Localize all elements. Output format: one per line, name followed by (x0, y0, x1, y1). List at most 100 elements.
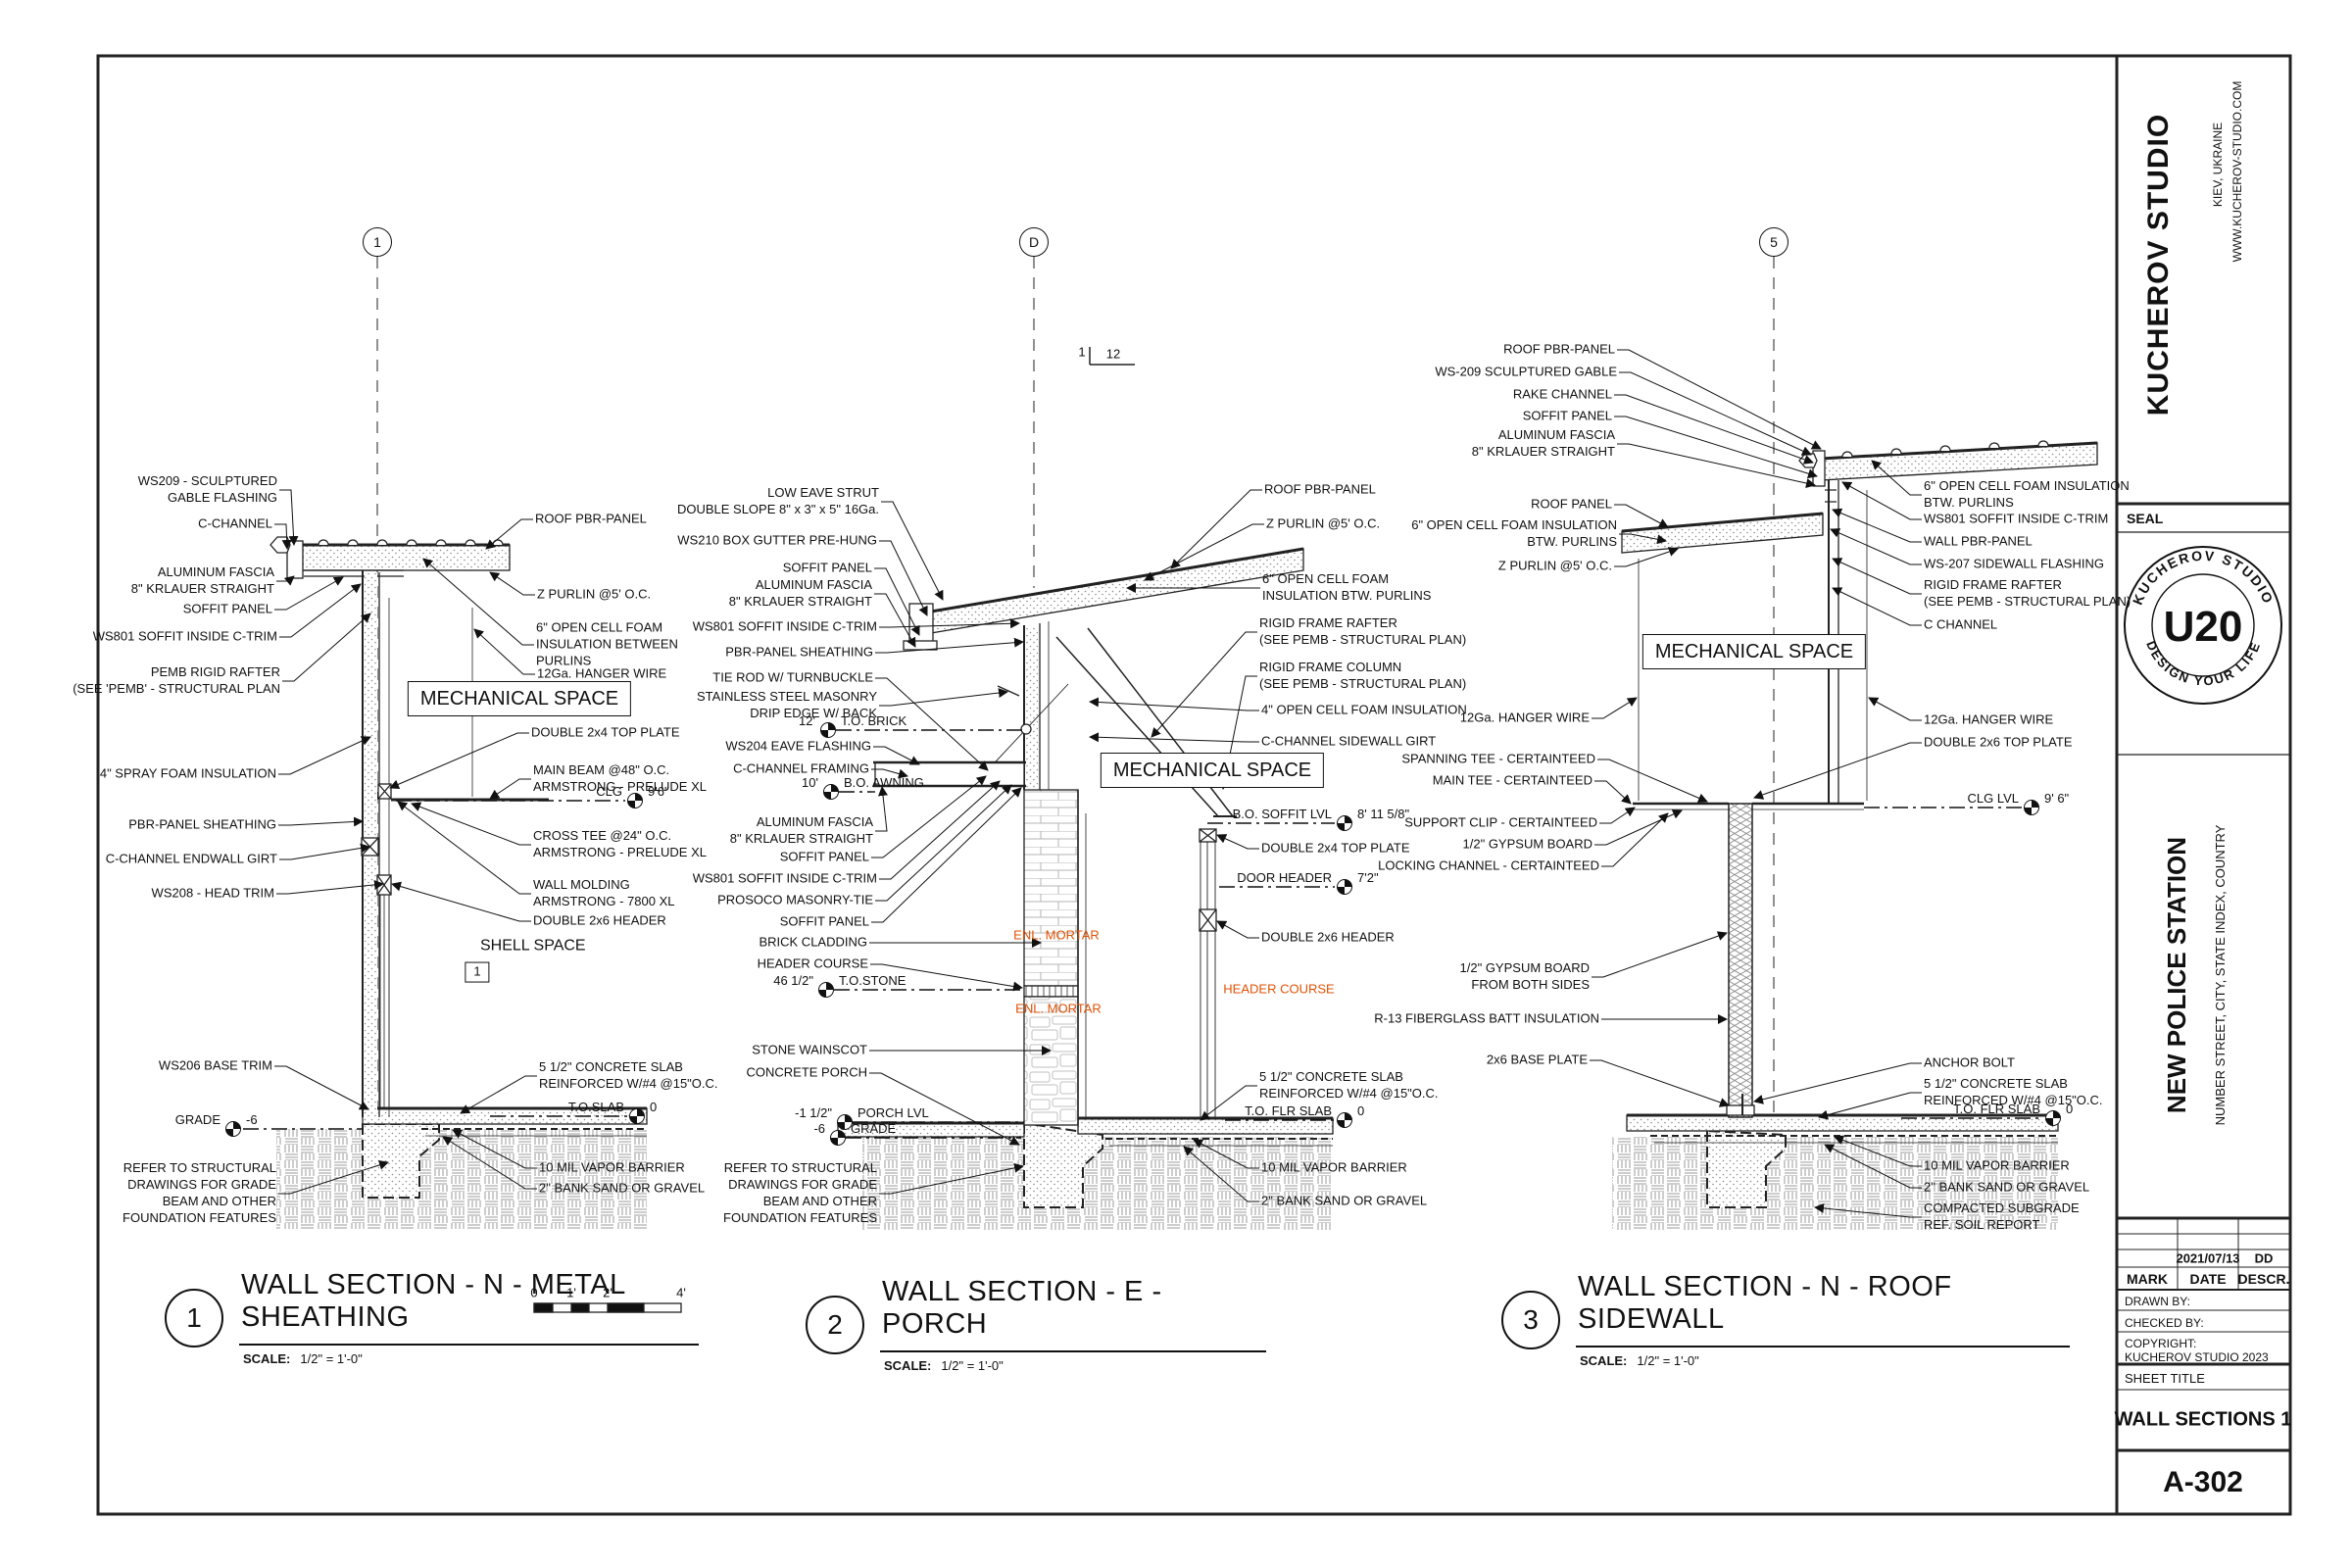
annotation-label: RAKE CHANNEL (1512, 386, 1612, 402)
scale-label: SCALE: (1580, 1353, 1628, 1368)
scale-value: 1/2" = 1'-0" (941, 1358, 1004, 1373)
annotation-label: DOUBLE 2x6 HEADER (1261, 929, 1395, 945)
annotation-label: SOFFIT PANEL (779, 849, 869, 864)
annotation-label: TIE ROD W/ TURNBUCKLE (712, 669, 873, 685)
annotation-label: 1/2" GYPSUM BOARD (1462, 836, 1592, 852)
level-name: -1 1/2" (795, 1105, 832, 1120)
grid-bubble: 5 (1759, 227, 1788, 257)
level-name: 10' (802, 775, 818, 790)
level-marker (2024, 800, 2039, 815)
section-title-2: 2 WALL SECTION - E - PORCH SCALE:1/2" = … (806, 1276, 1266, 1373)
level-name: 46 1/2" (773, 973, 813, 988)
svg-text:KUCHEROV STUDIO: KUCHEROV STUDIO (2130, 548, 2278, 608)
annotation-label: WS801 SOFFIT INSIDE C-TRIM (1924, 511, 2109, 526)
annotation-label: 6" OPEN CELL FOAM INSULATION BTW. PURLIN… (1411, 517, 1617, 549)
level-name: CLG LVL (1967, 791, 2019, 806)
copyright-owner: KUCHEROV STUDIO 2023 (2125, 1350, 2269, 1364)
section-title-3: 3 WALL SECTION - N - ROOF SIDEWALL SCALE… (1501, 1271, 2070, 1368)
svg-text:U20: U20 (2164, 603, 2243, 651)
annotation-label: WS206 BASE TRIM (158, 1057, 272, 1073)
detail-bubble: 2 (806, 1295, 864, 1354)
annotation-label: CONCRETE PORCH (746, 1064, 867, 1080)
level-value: 7'2" (1357, 870, 1379, 885)
level-value: GRADE (851, 1121, 897, 1136)
revision-header-mark: MARK (2127, 1271, 2168, 1287)
level-value: T.O. BRICK (841, 713, 907, 728)
project-title: NEW POLICE STATION (2162, 836, 2191, 1114)
level-value: 9' 6" (2044, 791, 2070, 806)
studio-site: WWW.KUCHEROV-STUDIO.COM (2230, 80, 2244, 263)
annotation-label: 10 MIL VAPOR BARRIER (1261, 1159, 1407, 1175)
studio-name: KUCHEROV STUDIO (2142, 113, 2175, 416)
sheet-title-label: SHEET TITLE (2125, 1371, 2205, 1386)
drawing-text: 1' (566, 1285, 576, 1300)
annotation-label: 12Ga. HANGER WIRE (537, 665, 667, 681)
seal-label: SEAL (2127, 511, 2164, 526)
annotation-label: WS-207 SIDEWALL FLASHING (1924, 556, 2104, 571)
annotation-label: 5 1/2" CONCRETE SLAB REINFORCED W/#4 @15… (1924, 1076, 2103, 1107)
annotation-label: RIGID FRAME RAFTER (SEE PEMB - STRUCTURA… (1259, 615, 1467, 647)
annotation-label: PBR-PANEL SHEATHING (128, 816, 276, 832)
annotation-label: ROOF PBR-PANEL (535, 511, 647, 526)
checked-by-label: CHECKED BY: (2125, 1316, 2204, 1330)
annotation-label: 2" BANK SAND OR GRAVEL (1261, 1193, 1428, 1208)
annotation-label: BRICK CLADDING (759, 934, 867, 950)
drawing-text: HEADER COURSE (1223, 981, 1335, 997)
level-marker (1337, 1112, 1352, 1128)
drawing-text: 2' (603, 1285, 612, 1300)
section-title-text: WALL SECTION - N - ROOF SIDEWALL (1576, 1271, 2070, 1348)
annotation-label: 10 MIL VAPOR BARRIER (1924, 1157, 2070, 1173)
level-marker (2045, 1110, 2061, 1126)
level-value: 8' 11 5/8" (1357, 807, 1410, 821)
drawing-text: ENL. MORTAR (1015, 1001, 1102, 1016)
annotation-label: WS204 EAVE FLASHING (725, 738, 871, 754)
annotation-label: DOUBLE 2x6 HEADER (533, 912, 666, 928)
sheet-title: WALL SECTIONS 1 (2114, 1408, 2292, 1431)
annotation-label: WS801 SOFFIT INSIDE C-TRIM (692, 618, 877, 634)
annotation-label: 4" SPRAY FOAM INSULATION (99, 765, 276, 781)
annotation-label: ANCHOR BOLT (1924, 1054, 2015, 1070)
annotation-label: STAINLESS STEEL MASONRY DRIP EDGE W/ BAC… (697, 689, 877, 720)
annotation-label: WS210 BOX GUTTER PRE-HUNG (677, 532, 877, 548)
drawing-text: ENL. MORTAR (1013, 927, 1100, 943)
annotation-label: WS801 SOFFIT INSIDE C-TRIM (692, 870, 877, 886)
space-tag: MECHANICAL SPACE (407, 681, 632, 716)
project-address: NUMBER STREET, CITY, STATE INDEX, COUNTR… (2213, 824, 2228, 1126)
level-name: DOOR HEADER (1237, 870, 1332, 885)
annotation-label: STONE WAINSCOT (752, 1042, 867, 1057)
annotation-label: 12Ga. HANGER WIRE (1924, 711, 2054, 727)
annotation-label: LOW EAVE STRUT DOUBLE SLOPE 8" x 3" x 5"… (676, 485, 879, 516)
annotation-label: RIGID FRAME RAFTER (SEE PEMB - STRUCTURA… (1924, 577, 2132, 609)
copyright-label: COPYRIGHT: (2125, 1337, 2197, 1350)
level-name: 12' (799, 713, 815, 728)
annotation-label: HEADER COURSE (757, 956, 868, 971)
annotation-label: LOCKING CHANNEL - CERTAINTEED (1378, 858, 1599, 873)
annotation-label: C-CHANNEL (198, 515, 272, 531)
annotation-label: WS801 SOFFIT INSIDE C-TRIM (92, 628, 277, 644)
annotation-label: PROSOCO MASONRY-TIE (717, 892, 873, 907)
sheet-number: A-302 (2163, 1466, 2243, 1498)
space-tag: MECHANICAL SPACE (1642, 634, 1867, 669)
detail-bubble: 3 (1501, 1290, 1560, 1349)
level-value: 9'6" (648, 784, 669, 799)
drawing-text: 1 (1078, 344, 1086, 360)
revision-header-date: DATE (2189, 1271, 2227, 1287)
level-value: -6 (246, 1112, 258, 1127)
annotation-label: C CHANNEL (1924, 616, 1998, 632)
annotation-label: WS-209 SCULPTURED GABLE (1435, 364, 1617, 379)
annotation-label: SUPPORT CLIP - CERTAINTEED (1404, 814, 1597, 830)
annotation-label: WALL MOLDING ARMSTRONG - 7800 XL (533, 877, 675, 908)
level-marker (820, 722, 836, 738)
annotation-label: 10 MIL VAPOR BARRIER (539, 1159, 685, 1175)
drawn-by-label: DRAWN BY: (2125, 1295, 2190, 1308)
grid-bubble: 1 (363, 227, 392, 257)
annotation-label: WS208 - HEAD TRIM (151, 885, 274, 901)
scale-label: SCALE: (884, 1358, 932, 1373)
annotation-label: DOUBLE 2x4 TOP PLATE (531, 724, 680, 740)
drawing-text: 4' (676, 1285, 686, 1300)
space-tag: MECHANICAL SPACE (1100, 753, 1325, 788)
annotation-label: Z PURLIN @5' O.C. (537, 586, 652, 602)
annotation-label: R-13 FIBERGLASS BATT INSULATION (1374, 1010, 1599, 1026)
annotation-label: SOFFIT PANEL (779, 913, 869, 929)
